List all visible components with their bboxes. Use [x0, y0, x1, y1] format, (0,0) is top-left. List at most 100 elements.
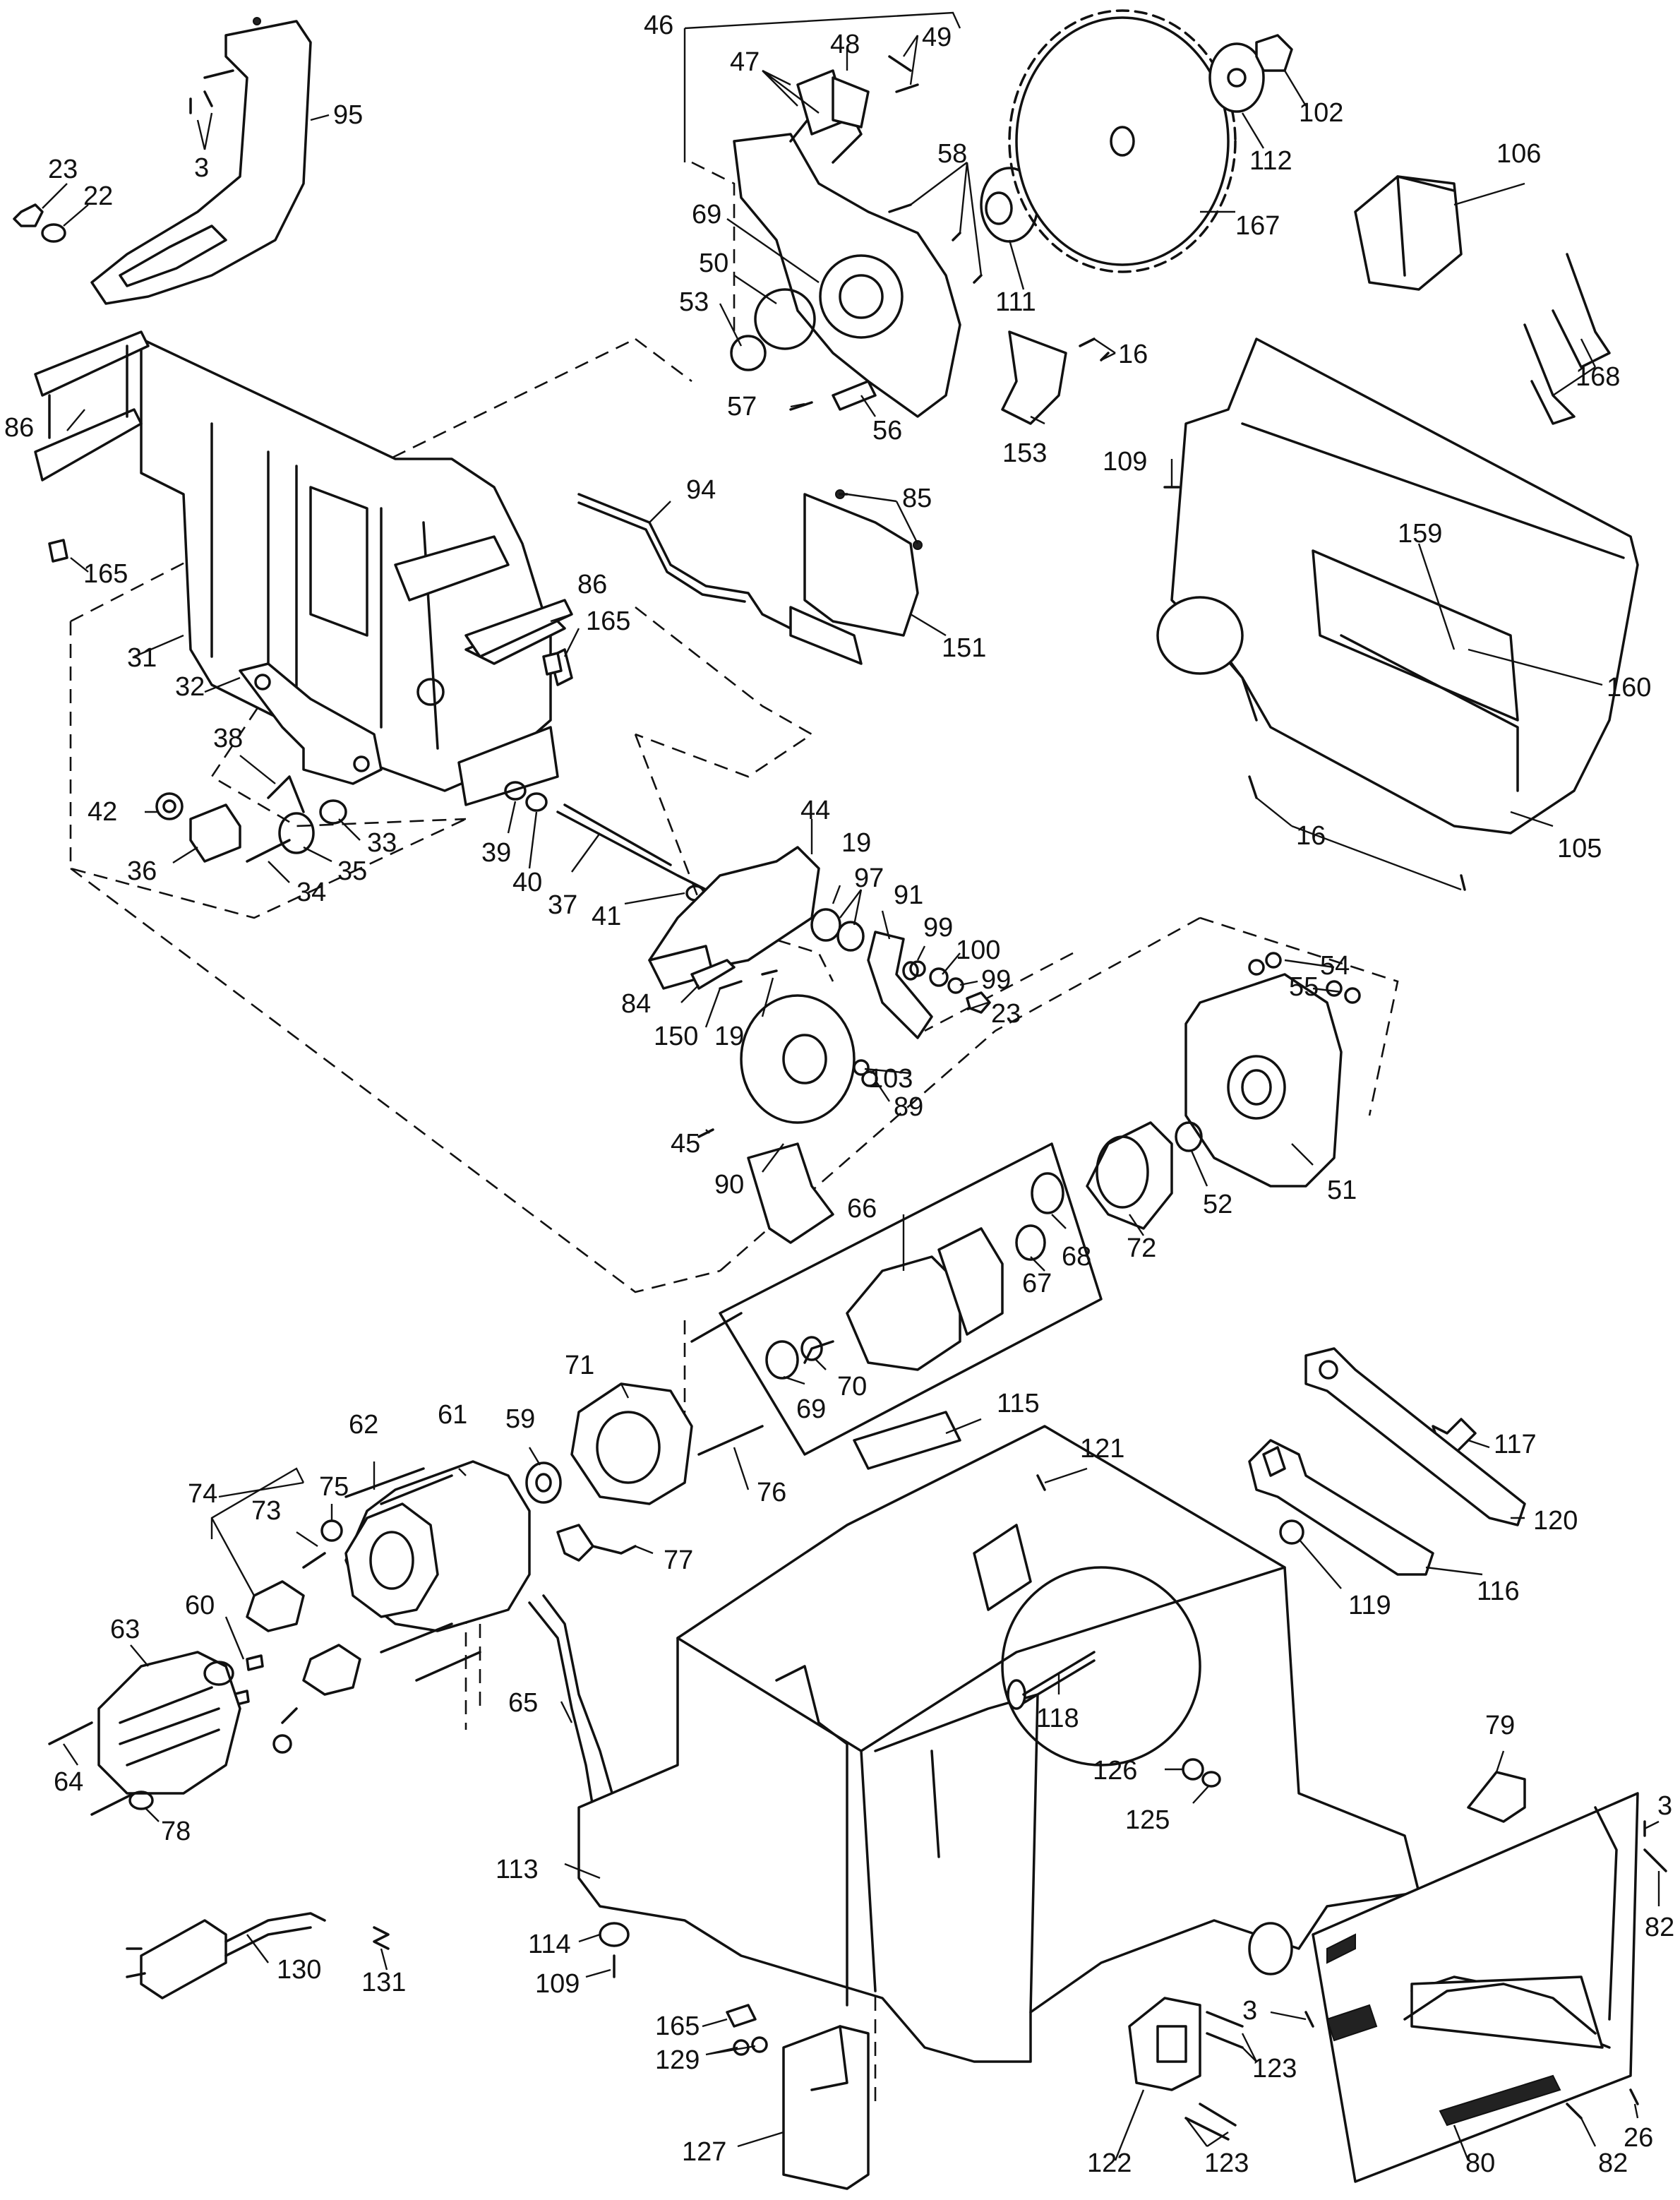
motor-leads-65: [528, 1594, 616, 1809]
callout-165: 165: [83, 559, 128, 589]
callout-123: 123: [1252, 2054, 1297, 2084]
callout-40: 40: [512, 868, 542, 897]
callout-22: 22: [83, 181, 113, 211]
callout-79: 79: [1485, 1711, 1515, 1740]
callout-77: 77: [664, 1546, 693, 1575]
end-cap-screws-64: [48, 1721, 154, 1816]
callout-36: 36: [127, 856, 157, 886]
callout-116: 116: [1477, 1577, 1520, 1606]
callout-49: 49: [922, 23, 952, 52]
callout-120: 120: [1533, 1506, 1578, 1536]
callout-19: 19: [714, 1022, 744, 1051]
callout-70: 70: [837, 1372, 867, 1401]
callout-112: 112: [1249, 146, 1292, 176]
callout-109: 109: [535, 1969, 580, 1999]
callout-99: 99: [923, 913, 953, 943]
saw-blade-167: [1008, 9, 1237, 273]
callout-labels: 95 3 23 22 86 165 31 32 38 42 36 34 35 3…: [4, 11, 1674, 2178]
washer-119: [1279, 1519, 1304, 1545]
wire-connector-77: [556, 1524, 637, 1562]
callout-85: 85: [902, 484, 932, 513]
leader-lines: [42, 35, 1660, 2161]
motor-screws-76: [690, 1312, 764, 1456]
callout-86: 86: [577, 570, 607, 599]
callout-53: 53: [679, 287, 709, 317]
callout-115: 115: [997, 1389, 1040, 1418]
callout-42: 42: [88, 797, 117, 827]
callout-111: 111: [995, 287, 1036, 317]
callout-58: 58: [937, 139, 967, 169]
callout-16: 16: [1118, 340, 1148, 369]
callout-19: 19: [841, 828, 871, 858]
callout-35: 35: [337, 856, 367, 886]
callout-23: 23: [991, 999, 1021, 1029]
callout-106: 106: [1496, 139, 1541, 169]
mounting-bracket-86-left: [34, 330, 150, 482]
arbor-nut-102: [1255, 34, 1293, 72]
callout-168: 168: [1576, 362, 1620, 392]
callout-126: 126: [1093, 1756, 1137, 1786]
power-cord-130: [126, 1912, 326, 1999]
callout-160: 160: [1607, 673, 1651, 703]
callout-127: 127: [682, 2137, 726, 2167]
callout-75: 75: [319, 1472, 349, 1502]
callout-23: 23: [48, 155, 78, 184]
callout-38: 38: [213, 724, 243, 753]
cord-clip-131: [373, 1926, 390, 1950]
callout-86: 86: [4, 413, 34, 443]
callout-34: 34: [296, 878, 326, 907]
callout-26: 26: [1624, 2123, 1653, 2153]
bearing-59: [525, 1461, 562, 1504]
arbor-small-parts: [730, 288, 877, 411]
callout-91: 91: [894, 880, 923, 910]
callout-99: 99: [981, 965, 1011, 995]
scale-dial: [1248, 1922, 1293, 1975]
callout-3: 3: [1242, 1996, 1257, 2026]
callout-125: 125: [1125, 1805, 1170, 1835]
callout-121: 121: [1080, 1434, 1124, 1464]
switch-122: [1128, 1997, 1201, 2091]
callout-51: 51: [1327, 1176, 1357, 1205]
callout-97: 97: [854, 863, 884, 893]
washer-125: [1201, 1771, 1221, 1788]
armature-66: [719, 1142, 1103, 1456]
end-cap-63: [97, 1651, 241, 1795]
dust-port-106: [1354, 175, 1463, 291]
blade-housing-105: [1156, 337, 1639, 835]
callout-103: 103: [868, 1064, 913, 1094]
callout-129: 129: [655, 2045, 700, 2075]
screws-123: [1184, 2011, 1244, 2141]
callout-80: 80: [1465, 2148, 1495, 2178]
callout-45: 45: [671, 1129, 700, 1159]
bevel-lock-parts: [155, 775, 347, 863]
callout-117: 117: [1494, 1430, 1537, 1459]
callout-60: 60: [185, 1591, 215, 1620]
callout-82: 82: [1598, 2148, 1628, 2178]
callout-82: 82: [1645, 1913, 1674, 1942]
callout-89: 89: [894, 1092, 923, 1122]
callout-47: 47: [730, 47, 760, 77]
base-113: [577, 1425, 1420, 2063]
bevel-scale-panel-80: [1312, 1792, 1639, 2183]
callout-71: 71: [565, 1351, 594, 1380]
callout-37: 37: [548, 890, 577, 920]
support-plate-153: [1001, 330, 1067, 425]
callout-72: 72: [1127, 1233, 1156, 1263]
callout-48: 48: [830, 30, 860, 59]
callout-3: 3: [1657, 1791, 1672, 1821]
callout-64: 64: [54, 1767, 83, 1797]
bevel-scale-pieces: [690, 959, 778, 990]
group-brackets: [210, 11, 961, 1539]
callout-32: 32: [175, 672, 205, 702]
motor-housing-61: [344, 1460, 531, 1632]
switch-box-127: [782, 2025, 870, 2190]
callout-102: 102: [1299, 98, 1343, 128]
wrench-116: [1248, 1439, 1434, 1576]
callout-39: 39: [481, 838, 511, 868]
callout-114: 114: [528, 1930, 571, 1959]
o-ring-52: [1175, 1121, 1203, 1152]
spacer-114: [599, 1922, 630, 1947]
wrench-120: [1304, 1347, 1526, 1526]
callout-65: 65: [508, 1688, 538, 1718]
callout-119: 119: [1348, 1591, 1391, 1620]
